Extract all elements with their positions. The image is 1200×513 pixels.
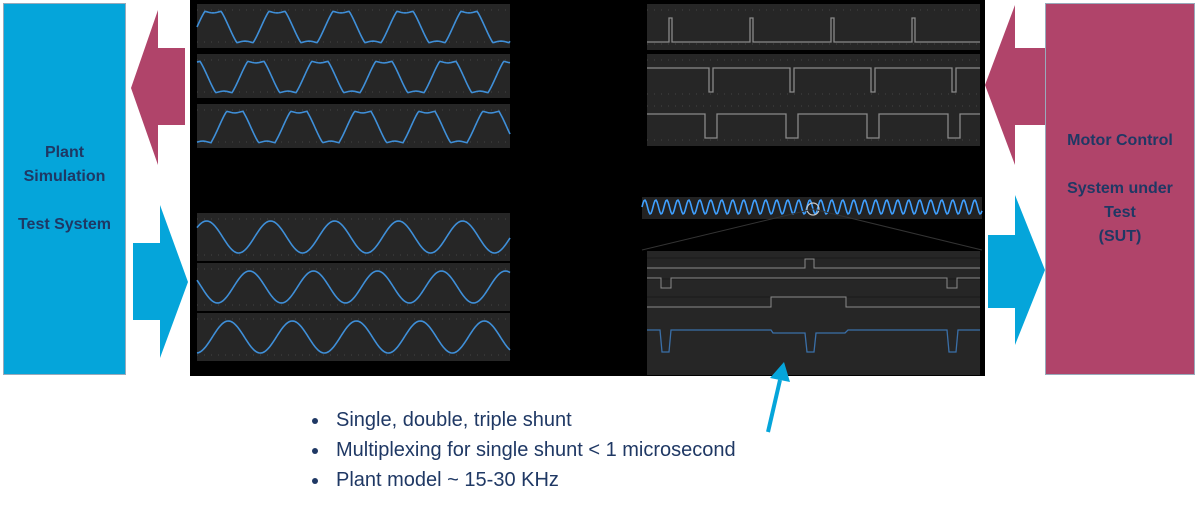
arrow-right-blue-left bbox=[133, 205, 188, 358]
scope-channel bbox=[197, 4, 510, 48]
phase-current-trace bbox=[196, 10, 511, 44]
phase-voltage-trace bbox=[196, 270, 511, 304]
scope-channel bbox=[197, 263, 510, 311]
bullet-item: Plant model ~ 15-30 KHz bbox=[330, 465, 736, 495]
right-label-1: Motor Control bbox=[1067, 132, 1173, 149]
bullet-list: Single, double, triple shunt Multiplexin… bbox=[300, 405, 736, 495]
zoomed-pulse bbox=[647, 277, 980, 289]
zoomed-pulse bbox=[647, 296, 980, 308]
left-label-3: Test System bbox=[17, 216, 112, 233]
phase-current-trace bbox=[196, 110, 511, 144]
shunt-current-trace bbox=[647, 329, 980, 353]
plant-simulation-block: Plant Simulation Test System bbox=[3, 3, 126, 375]
right-label-3: Test bbox=[1104, 204, 1136, 221]
left-label-1: Plant bbox=[44, 144, 85, 161]
bullet-item: Multiplexing for single shunt < 1 micros… bbox=[330, 435, 736, 465]
zoom-marker bbox=[806, 202, 820, 216]
arrow-left-magenta-right bbox=[985, 5, 1045, 165]
arrow-left-magenta-left bbox=[131, 10, 185, 165]
arrow-right-blue-right bbox=[988, 195, 1045, 345]
scope-channel bbox=[647, 54, 980, 100]
pwm-signal bbox=[647, 113, 980, 139]
sut-block: Motor Control System under Test (SUT) bbox=[1045, 3, 1195, 375]
right-label-2: System under bbox=[1067, 180, 1173, 197]
zoom-line bbox=[641, 208, 814, 251]
overview-trace bbox=[641, 198, 983, 216]
phase-voltage-trace bbox=[196, 220, 511, 254]
left-label-2: Simulation bbox=[23, 168, 106, 185]
zoomed-panel bbox=[647, 251, 980, 375]
right-label-4: (SUT) bbox=[1098, 228, 1142, 245]
phase-current-trace bbox=[196, 60, 511, 94]
bullet-item: Single, double, triple shunt bbox=[330, 405, 736, 435]
scope-channel bbox=[647, 100, 980, 146]
zoom-line bbox=[812, 208, 983, 251]
scope-channel bbox=[197, 213, 510, 261]
pwm-signal bbox=[647, 67, 980, 93]
pwm-signal bbox=[647, 17, 980, 43]
zoomed-pulse bbox=[647, 258, 980, 269]
scope-channel bbox=[647, 4, 980, 50]
scope-panels bbox=[196, 4, 983, 375]
phase-voltage-trace bbox=[196, 320, 511, 354]
pointer-arrow bbox=[766, 362, 790, 433]
